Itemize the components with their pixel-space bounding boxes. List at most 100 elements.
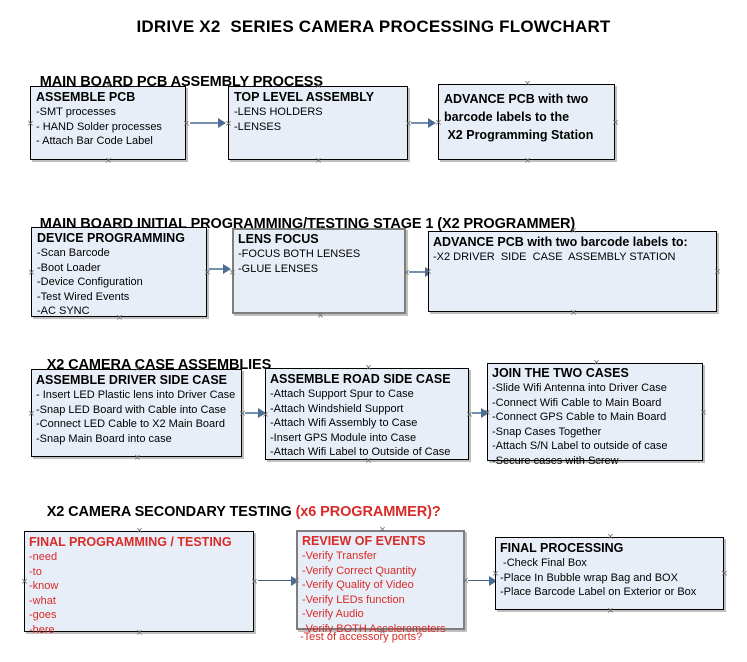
box-line: -Insert GPS Module into Case <box>270 431 417 444</box>
connector-line <box>411 122 431 124</box>
resize-handle-top[interactable] <box>314 82 323 91</box>
resize-handle-right[interactable] <box>713 268 722 277</box>
box-line: - Attach Bar Code Label <box>36 135 153 147</box>
resize-handle-left[interactable] <box>20 578 29 587</box>
resize-handle-top[interactable] <box>316 224 325 233</box>
box-line: -Attach Wifi Assembly to Case <box>270 417 418 429</box>
box-title: FINAL PROGRAMMING / TESTING <box>29 535 232 549</box>
box-title: TOP LEVEL ASSEMBLY <box>234 90 375 104</box>
box-line: -Boot Loader <box>37 261 101 274</box>
resize-handle-left[interactable] <box>27 269 36 278</box>
section-heading-accent: (x6 PROGRAMMER)? <box>295 504 441 520</box>
box-advance-pcb-station[interactable]: ADVANCE PCB with two barcode labels to t… <box>438 84 615 160</box>
resize-handle-left[interactable] <box>228 269 237 278</box>
box-top-level-assembly[interactable]: TOP LEVEL ASSEMBLY -LENS HOLDERS -LENSES <box>228 86 408 160</box>
resize-handle-top[interactable] <box>104 82 113 91</box>
resize-handle-left[interactable] <box>261 411 270 420</box>
resize-handle-left[interactable] <box>27 410 36 419</box>
resize-handle-bottom[interactable] <box>314 157 323 166</box>
box-line: -Connect GPS Cable to Main Board <box>492 411 667 423</box>
box-line: -Snap LED Board with Cable into Case <box>36 403 227 416</box>
resize-handle-top[interactable] <box>364 364 373 373</box>
connector-line <box>468 580 494 581</box>
box-line: -Secure cases with Screw <box>492 454 619 467</box>
box-line: -Snap Cases Together <box>492 425 602 438</box>
resize-handle-bottom[interactable] <box>592 458 601 467</box>
box-line: -Attach Wifi Label to Outside of Case <box>270 446 451 458</box>
resize-handle-bottom[interactable] <box>104 157 113 166</box>
resize-handle-top[interactable] <box>133 365 142 374</box>
resize-handle-right[interactable] <box>699 409 708 418</box>
box-line: -Verify LEDs function <box>302 593 405 606</box>
box-title: LENS FOCUS <box>238 232 319 246</box>
box-lens-focus[interactable]: LENS FOCUS -FOCUS BOTH LENSES -GLUE LENS… <box>232 228 406 314</box>
resize-handle-bottom[interactable] <box>316 312 325 321</box>
resize-handle-top[interactable] <box>115 223 124 232</box>
resize-handle-bottom[interactable] <box>364 457 373 466</box>
resize-handle-left[interactable] <box>491 570 500 579</box>
box-assemble-road-side-case[interactable]: ASSEMBLE ROAD SIDE CASE -Attach Support … <box>265 368 469 460</box>
box-line: -Slide Wifi Antenna into Driver Case <box>492 382 667 394</box>
resize-handle-top[interactable] <box>606 533 615 542</box>
resize-handle-right[interactable] <box>720 570 729 579</box>
resize-handle-left[interactable] <box>434 119 443 128</box>
box-final-processing[interactable]: FINAL PROCESSING -Check Final Box -Place… <box>495 537 724 610</box>
resize-handle-left[interactable] <box>483 409 492 418</box>
box-review-of-events[interactable]: REVIEW OF EVENTS -Verify Transfer -Verif… <box>296 530 465 635</box>
resize-handle-top[interactable] <box>135 527 144 536</box>
resize-handle-bottom[interactable] <box>115 314 124 323</box>
page-title: IDRIVE X2 SERIES CAMERA PROCESSING FLOWC… <box>136 17 611 36</box>
resize-handle-top[interactable] <box>378 526 387 535</box>
connector-arrowhead <box>223 264 231 274</box>
resize-handle-left[interactable] <box>292 577 301 586</box>
box-line: -Snap Main Board into case <box>36 432 172 445</box>
box-assemble-driver-side-case[interactable]: ASSEMBLE DRIVER SIDE CASE - Insert LED P… <box>31 369 242 457</box>
box-line: -SMT processes <box>36 106 116 118</box>
box-line: -to <box>29 565 42 578</box>
box-line: -GLUE LENSES <box>238 262 319 275</box>
box-line: -here <box>29 623 55 636</box>
box-line: -what <box>29 594 56 607</box>
resize-handle-bottom[interactable] <box>523 157 532 166</box>
connector-arrowhead <box>428 118 436 128</box>
section-heading-text: X2 CAMERA SECONDARY TESTING <box>46 504 296 520</box>
box-advance-pcb-driver-side[interactable]: ADVANCE PCB with two barcode labels to: … <box>428 231 717 312</box>
resize-handle-right[interactable] <box>611 119 620 128</box>
box-line: -Device Configuration <box>37 276 143 288</box>
resize-handle-top[interactable] <box>569 227 578 236</box>
box-line: - Insert LED Plastic lens into Driver Ca… <box>36 389 236 401</box>
resize-handle-right[interactable] <box>461 577 470 586</box>
box-line: -Test Wired Events <box>37 290 130 303</box>
resize-handle-left[interactable] <box>424 268 433 277</box>
box-final-programming-testing[interactable]: FINAL PROGRAMMING / TESTING -need -to -k… <box>24 531 254 636</box>
box-title: FINAL PROCESSING <box>500 541 624 555</box>
box-line: -Attach S/N Label to outside of case <box>492 440 668 452</box>
box-line: - HAND Solder processes <box>36 120 162 133</box>
resize-handle-left[interactable] <box>26 120 35 129</box>
resize-handle-top[interactable] <box>592 359 601 368</box>
resize-handle-bottom[interactable] <box>569 309 578 318</box>
resize-handle-right[interactable] <box>203 269 212 278</box>
box-title: ADVANCE PCB with two barcode labels to t… <box>444 92 594 142</box>
box-line: -Attach Windshield Support <box>270 402 404 415</box>
connector-line <box>472 412 486 414</box>
box-line: -need <box>29 551 58 563</box>
box-title: ASSEMBLE PCB <box>36 90 136 104</box>
resize-handle-bottom[interactable] <box>135 629 144 638</box>
box-device-programming[interactable]: DEVICE PROGRAMMING -Scan Barcode -Boot L… <box>31 227 207 317</box>
box-join-the-two-cases[interactable]: JOIN THE TWO CASES -Slide Wifi Antenna i… <box>487 363 703 467</box>
connector-line <box>209 268 226 270</box>
resize-handle-left[interactable] <box>224 120 233 129</box>
box-title: ASSEMBLE DRIVER SIDE CASE <box>36 373 228 387</box>
box-line: -Scan Barcode <box>37 247 110 259</box>
box-line: -know <box>29 580 59 592</box>
resize-handle-bottom[interactable] <box>606 607 615 616</box>
box-line: -Verify Transfer <box>302 550 377 562</box>
box-line: -Attach Support Spur to Case <box>270 388 414 400</box>
connector-arrowhead <box>218 118 226 128</box>
box-assemble-pcb[interactable]: ASSEMBLE PCB -SMT processes - HAND Solde… <box>30 86 186 160</box>
box-line: -FOCUS BOTH LENSES <box>238 248 361 260</box>
resize-handle-top[interactable] <box>523 80 532 89</box>
resize-handle-bottom[interactable] <box>133 454 142 463</box>
